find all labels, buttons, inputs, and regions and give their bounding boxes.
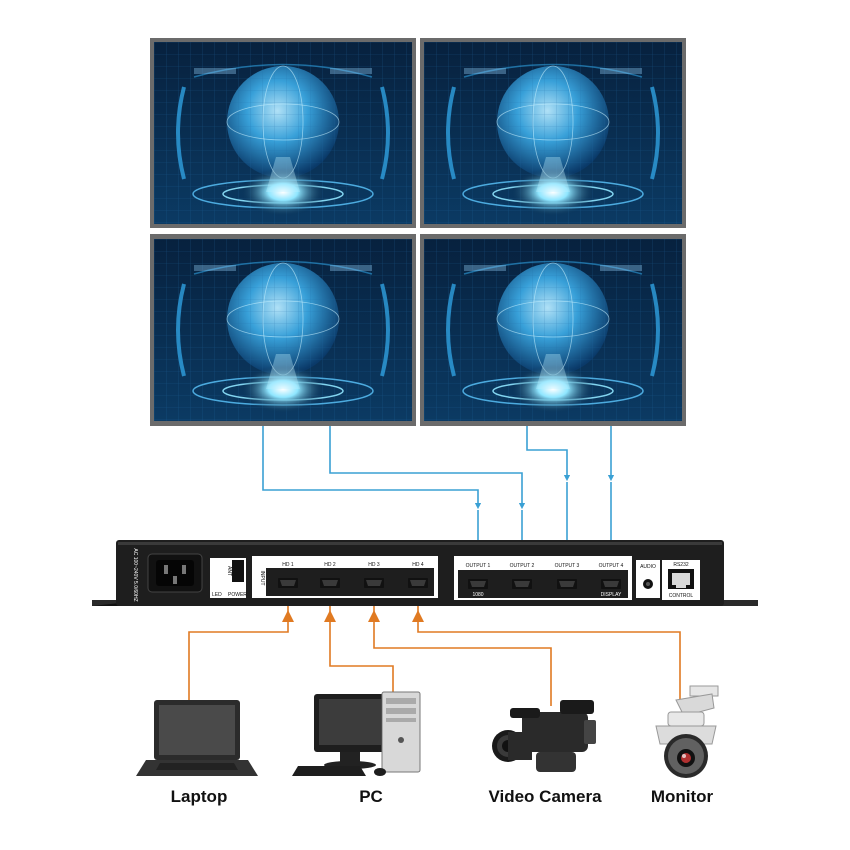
video-camera-icon	[492, 700, 596, 772]
control-label: CONTROL	[669, 593, 694, 599]
input-line-pc	[329, 620, 394, 694]
output-line-1	[262, 426, 482, 510]
input-connections	[188, 606, 681, 706]
desktop-pc-icon	[292, 691, 421, 776]
power-label: AC 100~240V 5.0/60HZ	[132, 548, 138, 601]
hdmi-input-port-4[interactable]	[408, 578, 428, 588]
device-label-pc: PC	[359, 787, 383, 806]
led-label: LED	[212, 592, 222, 598]
device-label-video-camera: Video Camera	[488, 787, 602, 806]
rs232-label: RS232	[673, 562, 689, 568]
laptop-icon	[136, 700, 258, 776]
screen-top-left	[150, 38, 416, 228]
input-line-monitor	[417, 620, 681, 700]
device-label-laptop: Laptop	[170, 787, 228, 806]
hdmi-input-port-2[interactable]	[320, 578, 340, 588]
output1-label: OUTPUT 1	[466, 563, 491, 569]
hd3-label: HD 3	[368, 562, 380, 568]
screen-bottom-right	[420, 234, 686, 426]
hdmi-input-port-1[interactable]	[278, 578, 298, 588]
output-sub-left: 1080	[472, 592, 483, 598]
video-wall	[150, 38, 686, 426]
output-panel: OUTPUT 1 OUTPUT 2 OUTPUT 3 OUTPUT 4 1080…	[454, 556, 632, 600]
input-panel: INPUT HD 1 HD 2 HD 3 HD 4	[252, 556, 438, 598]
device-label-monitor: Monitor	[650, 787, 714, 806]
audio-panel: AUDIO	[636, 560, 660, 598]
screen-bottom-left	[150, 234, 416, 426]
input-arrows	[282, 610, 424, 622]
hdmi-output-port-2[interactable]	[512, 579, 532, 589]
output-sub-right: DISPLAY	[601, 592, 622, 598]
output-connections	[262, 426, 615, 566]
hd1-label: HD 1	[282, 562, 294, 568]
input-line-camera	[373, 620, 552, 706]
power-socket[interactable]	[147, 553, 203, 593]
output-line-3	[526, 426, 571, 482]
hd4-label: HD 4	[412, 562, 424, 568]
ant-label: ANT	[226, 566, 232, 576]
hdmi-output-port-3[interactable]	[557, 579, 577, 589]
output-line-2	[329, 426, 526, 510]
screen-top-right	[420, 38, 686, 228]
hd2-label: HD 2	[324, 562, 336, 568]
audio-label: AUDIO	[640, 564, 656, 570]
ant-connector[interactable]	[232, 560, 244, 582]
rs232-panel: RS232 CONTROL	[662, 560, 700, 600]
dome-camera-icon	[655, 685, 719, 778]
multiviewer-device: AC 100~240V 5.0/60HZ ANT LED POWER INPUT…	[92, 540, 758, 606]
input-line-laptop	[188, 620, 289, 700]
output4-label: OUTPUT 4	[599, 563, 624, 569]
input-label: INPUT	[259, 571, 265, 586]
hdmi-input-port-3[interactable]	[364, 578, 384, 588]
control-panel: ANT LED POWER	[210, 558, 247, 598]
power-button-label: POWER	[228, 592, 247, 598]
output2-label: OUTPUT 2	[510, 563, 535, 569]
output3-label: OUTPUT 3	[555, 563, 580, 569]
hdmi-output-port-4[interactable]	[601, 579, 621, 589]
hdmi-output-port-1[interactable]	[468, 579, 488, 589]
